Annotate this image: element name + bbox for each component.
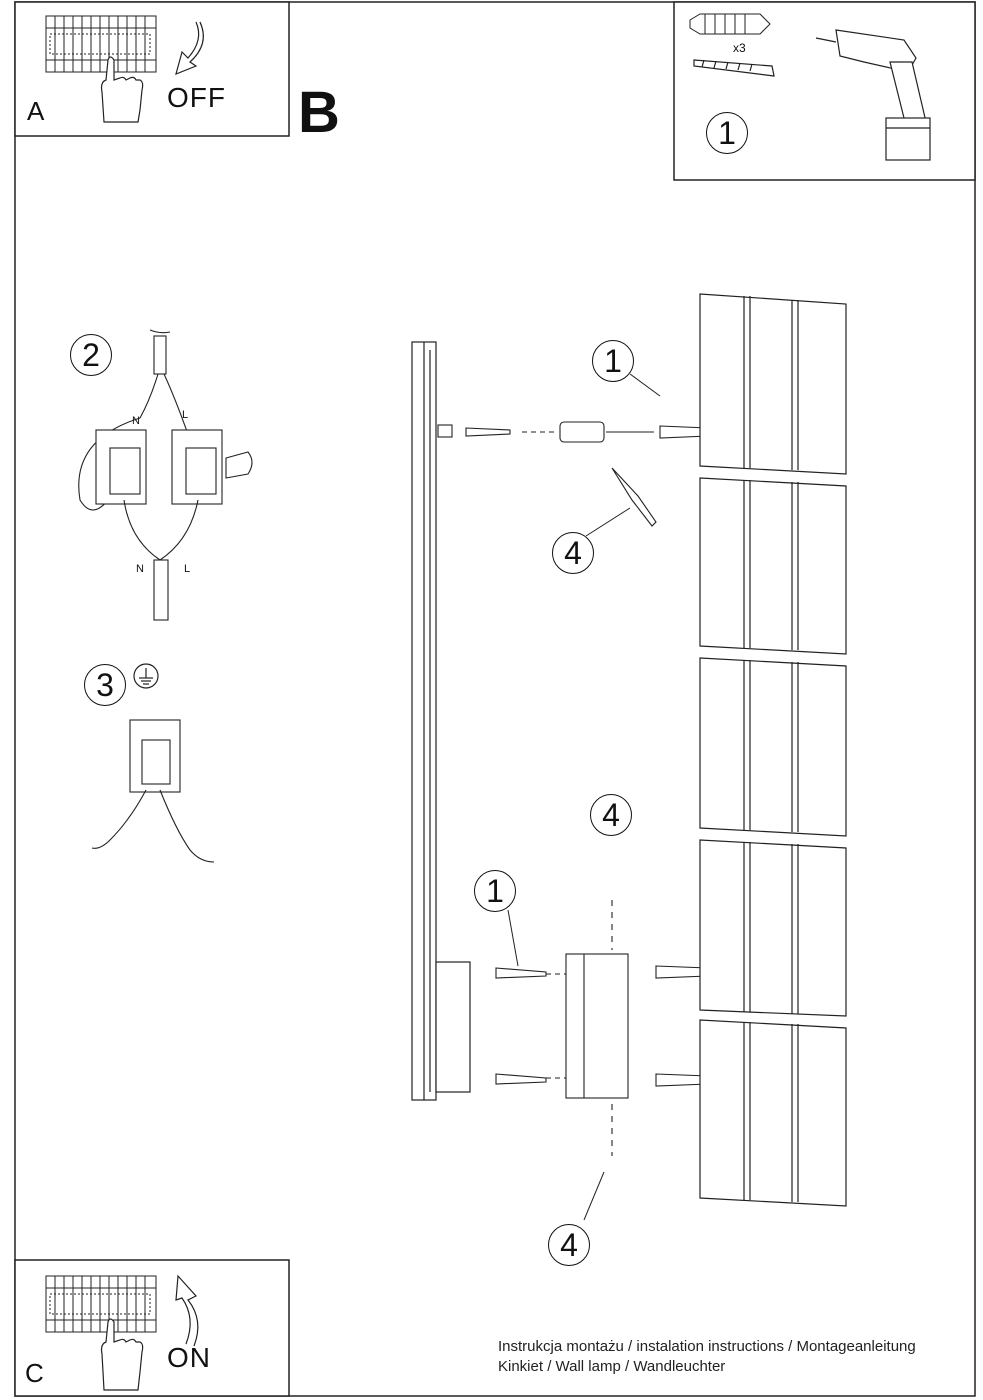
wire-n-top: N [132, 415, 140, 427]
callout-key-mid: 4 [590, 794, 632, 836]
step-3-ground: 3 [84, 664, 126, 706]
wiring-diagram [78, 329, 253, 621]
page-border [14, 1, 976, 1397]
footer-title: Instrukcja montażu / instalation instruc… [498, 1338, 916, 1355]
callout-screw-bottom: 1 [474, 870, 516, 912]
wall-plug-icon [689, 13, 771, 35]
hand-c-icon [100, 1318, 144, 1391]
drill-icon [815, 29, 931, 161]
panel-b-letter: B [298, 80, 340, 145]
top-mount-parts [437, 421, 776, 527]
panel-a-box [14, 1, 290, 137]
callout-leaders [507, 373, 661, 1221]
switch-on-arrow-icon [175, 1274, 199, 1347]
wire-l-top: L [182, 409, 189, 421]
plug-quantity: x3 [733, 41, 746, 55]
callout-key-top: 4 [552, 532, 594, 574]
panel-c-box [14, 1259, 290, 1397]
panel-a-state: OFF [167, 82, 226, 113]
step-1-tools: 1 [706, 112, 748, 154]
step-2-wiring: 2 [70, 334, 112, 376]
callout-screw-top: 1 [592, 340, 634, 382]
lamp-body [411, 341, 471, 1101]
wire-l-bottom: L [184, 563, 191, 575]
bottom-mount-parts [495, 900, 776, 1156]
screw-icon [693, 59, 775, 77]
ground-connector-diagram [91, 719, 215, 863]
panel-a-letter: A [27, 96, 45, 126]
breaker-panel-c-icon [45, 1275, 157, 1333]
footer-subtitle: Kinkiet / Wall lamp / Wandleuchter [498, 1358, 726, 1375]
panel-c-state: ON [167, 1342, 211, 1373]
switch-off-arrow-icon [175, 21, 204, 76]
ground-symbol-icon [133, 663, 159, 689]
wall-panels [699, 293, 847, 1207]
callout-key-bottom: 4 [548, 1224, 590, 1266]
breaker-panel-a-icon [45, 15, 157, 73]
panel-c-letter: C [25, 1358, 44, 1388]
hand-a-icon [100, 56, 144, 123]
wire-n-bottom: N [136, 563, 144, 575]
